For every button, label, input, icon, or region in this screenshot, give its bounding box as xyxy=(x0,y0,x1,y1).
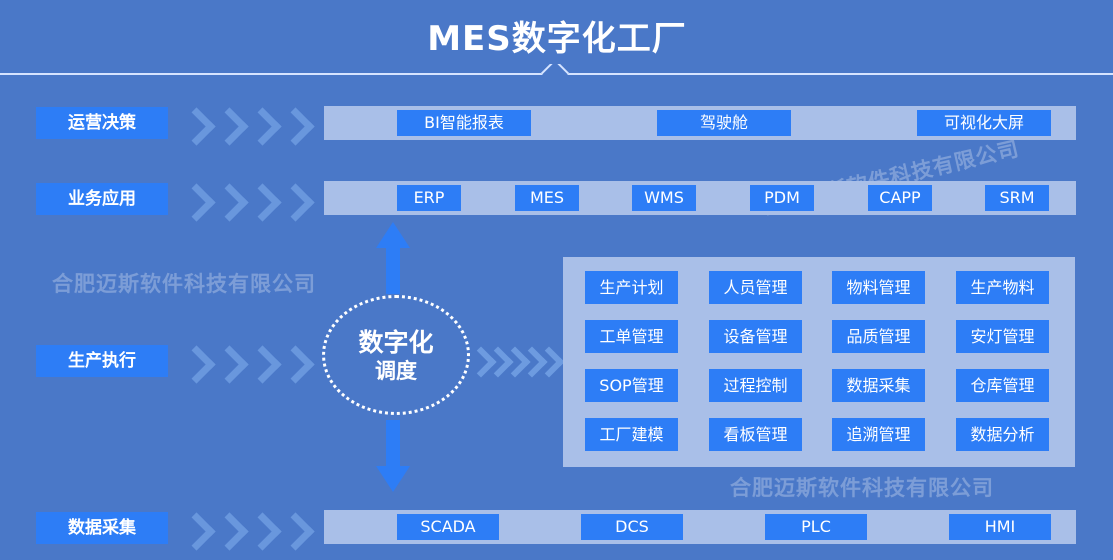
chip-wms: WMS xyxy=(632,185,696,211)
module-item: 生产物料 xyxy=(956,271,1049,304)
module-item: 看板管理 xyxy=(709,418,802,451)
watermark-bottom: 合肥迈斯软件科技有限公司 xyxy=(730,476,994,500)
row-panel-business-app: ERP MES WMS PDM CAPP SRM xyxy=(324,181,1076,215)
chip-capp: CAPP xyxy=(868,185,932,211)
module-item: 工厂建模 xyxy=(585,418,678,451)
module-item: SOP管理 xyxy=(585,369,678,402)
arrow-down-icon xyxy=(376,466,410,492)
chip-big-screen: 可视化大屏 xyxy=(917,110,1051,136)
watermark-left: 合肥迈斯软件科技有限公司 xyxy=(52,272,316,296)
row-panel-operations-decision: BI智能报表 驾驶舱 可视化大屏 xyxy=(324,106,1076,140)
chip-plc: PLC xyxy=(765,514,867,540)
chip-erp: ERP xyxy=(397,185,461,211)
chip-mes: MES xyxy=(515,185,579,211)
module-item: 设备管理 xyxy=(709,320,802,353)
page-title: MES数字化工厂 xyxy=(416,14,698,64)
chip-dcs: DCS xyxy=(581,514,683,540)
row-panel-data-collection: SCADA DCS PLC HMI xyxy=(324,510,1076,544)
chip-scada: SCADA xyxy=(397,514,499,540)
module-item: 数据分析 xyxy=(956,418,1049,451)
arrow-up-icon xyxy=(376,222,410,248)
chip-hmi: HMI xyxy=(949,514,1051,540)
module-item: 品质管理 xyxy=(832,320,925,353)
chevron-right-icon xyxy=(276,107,315,146)
module-item: 物料管理 xyxy=(832,271,925,304)
row-label-business-app: 业务应用 xyxy=(36,183,168,215)
arrow-down-shaft xyxy=(386,420,400,468)
module-item: 追溯管理 xyxy=(832,418,925,451)
module-item: 生产计划 xyxy=(585,271,678,304)
chip-pdm: PDM xyxy=(750,185,814,211)
chip-bi-report: BI智能报表 xyxy=(397,110,531,136)
chevron-right-icon xyxy=(276,183,315,222)
chevron-right-icon xyxy=(276,345,315,384)
module-item: 数据采集 xyxy=(832,369,925,402)
chevron-right-icon xyxy=(276,512,315,551)
module-item: 安灯管理 xyxy=(956,320,1049,353)
chip-cockpit: 驾驶舱 xyxy=(657,110,791,136)
row-label-production-execution: 生产执行 xyxy=(36,345,168,377)
center-label-line2: 调度 xyxy=(375,359,417,383)
module-grid-panel: 生产计划 人员管理 物料管理 生产物料 工单管理 设备管理 品质管理 安灯管理 … xyxy=(563,257,1075,467)
center-label-line1: 数字化 xyxy=(358,328,434,357)
chip-srm: SRM xyxy=(985,185,1049,211)
module-item: 工单管理 xyxy=(585,320,678,353)
module-item: 仓库管理 xyxy=(956,369,1049,402)
row-label-data-collection: 数据采集 xyxy=(36,512,168,544)
module-item: 人员管理 xyxy=(709,271,802,304)
chevron-right-icon xyxy=(533,346,565,378)
digital-dispatch-ellipse: 数字化 调度 xyxy=(322,295,470,415)
module-item: 过程控制 xyxy=(709,369,802,402)
row-label-operations-decision: 运营决策 xyxy=(36,107,168,139)
arrow-up-shaft xyxy=(386,246,400,294)
